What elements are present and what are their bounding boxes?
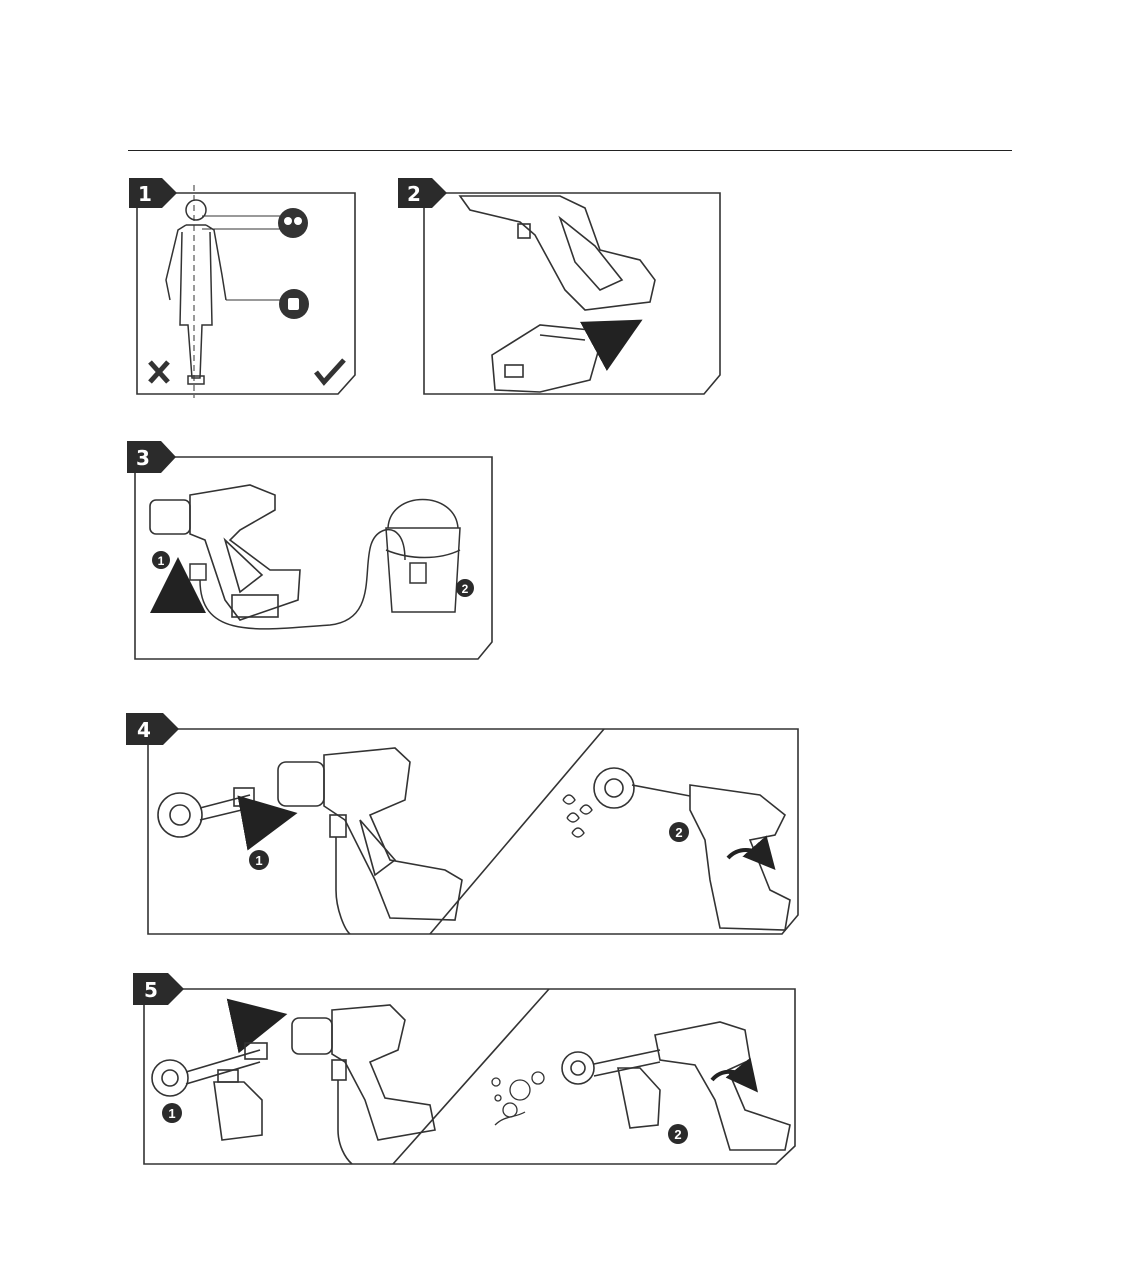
step-4-panel: 4 1 bbox=[126, 713, 798, 934]
nozzle-icon bbox=[158, 788, 254, 837]
step-4-number: 4 bbox=[137, 718, 151, 742]
svg-text:1: 1 bbox=[158, 554, 165, 568]
step-5-panel: 5 1 bbox=[133, 973, 795, 1164]
step-4-tag: 4 bbox=[126, 713, 179, 745]
check-mark-icon bbox=[316, 360, 344, 382]
gun-body bbox=[150, 485, 300, 620]
eye-protection-icon bbox=[278, 208, 308, 238]
svg-text:1: 1 bbox=[255, 853, 262, 868]
step-1-tag: 1 bbox=[129, 178, 177, 208]
arrow-right-icon bbox=[596, 333, 618, 345]
rotate-arrow-icon bbox=[728, 850, 765, 858]
arrow-right-icon bbox=[248, 818, 270, 822]
step-3-tag: 3 bbox=[127, 441, 176, 473]
gun-body bbox=[594, 768, 790, 930]
water-drops-icon bbox=[563, 795, 592, 837]
step-3-number: 3 bbox=[136, 446, 150, 470]
hose-connector bbox=[190, 564, 206, 580]
foam-bottle-icon bbox=[152, 1043, 267, 1140]
step-2-number: 2 bbox=[407, 182, 421, 206]
step-1-number: 1 bbox=[138, 182, 152, 206]
arrow-right-icon bbox=[237, 1020, 260, 1025]
svg-text:2: 2 bbox=[674, 1127, 681, 1142]
step-1-panel: 1 bbox=[129, 178, 355, 398]
svg-text:2: 2 bbox=[462, 582, 469, 596]
step-3-panel: 3 1 2 bbox=[127, 441, 492, 659]
cross-mark-icon bbox=[150, 362, 168, 382]
svg-text:1: 1 bbox=[168, 1106, 175, 1121]
step-2-tag: 2 bbox=[398, 178, 447, 208]
water-bucket-icon bbox=[386, 500, 460, 613]
gun-body bbox=[460, 196, 655, 310]
step-5-tag: 5 bbox=[133, 973, 184, 1005]
step-2-panel: 2 bbox=[398, 178, 720, 394]
step-5-number: 5 bbox=[144, 978, 158, 1002]
svg-text:2: 2 bbox=[675, 825, 682, 840]
person-figure bbox=[166, 200, 226, 384]
bubbles-icon bbox=[492, 1072, 544, 1125]
gun-body bbox=[278, 748, 462, 934]
battery-icon bbox=[492, 325, 600, 392]
